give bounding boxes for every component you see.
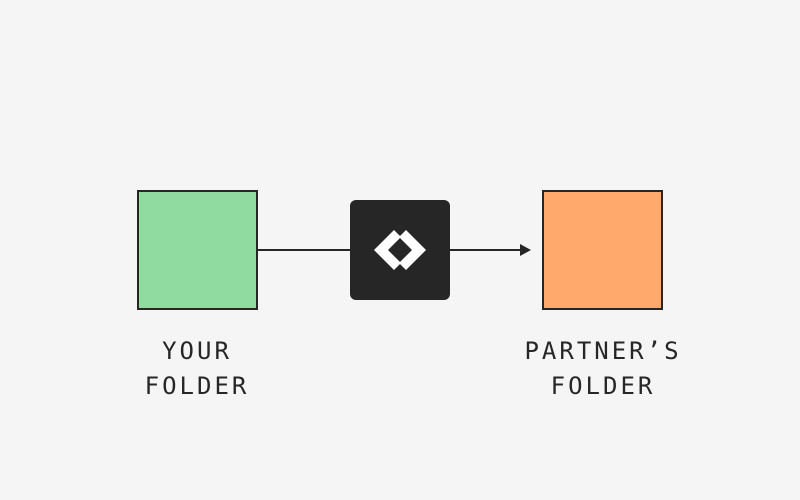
partners-folder-label-line2: FOLDER: [550, 372, 656, 400]
connector-line-destination: [449, 249, 523, 251]
your-folder-label: YOUR FOLDER: [97, 334, 297, 404]
partners-folder-label: PARTNER’S FOLDER: [503, 334, 703, 404]
connector-line-source: [257, 249, 351, 251]
your-folder-label-line1: YOUR: [162, 337, 232, 365]
partners-folder-box: [542, 190, 663, 310]
sync-node: [350, 200, 450, 300]
your-folder-label-line2: FOLDER: [144, 372, 250, 400]
diamond-brackets-icon: [374, 230, 426, 270]
partners-folder-label-line1: PARTNER’S: [524, 337, 682, 365]
arrow-head-icon: [520, 244, 531, 256]
your-folder-box: [137, 190, 258, 310]
